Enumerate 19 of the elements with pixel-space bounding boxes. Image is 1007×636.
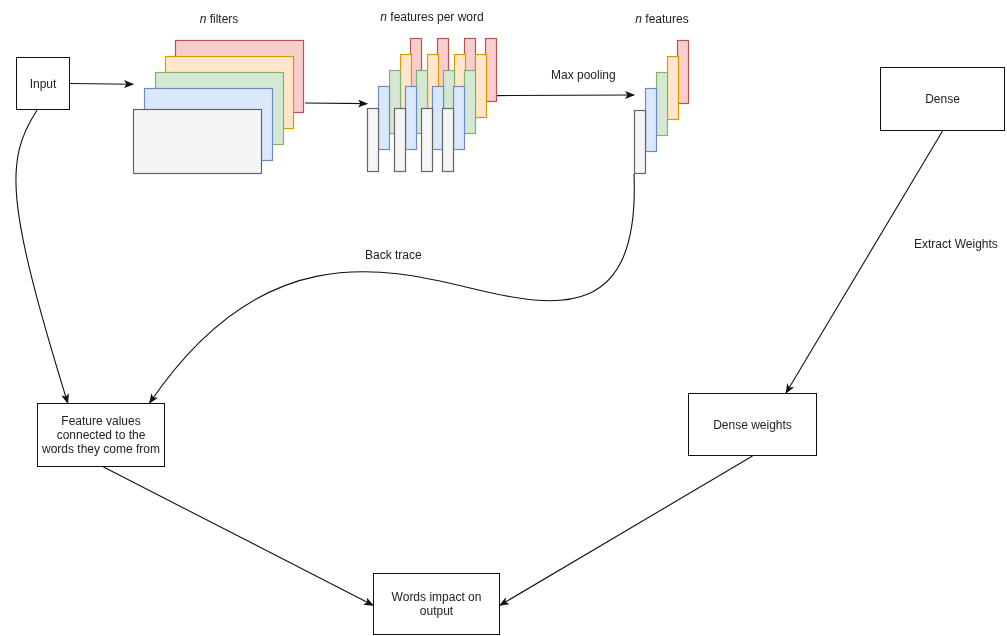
arrow (69, 80, 134, 89)
process-box: Feature values connected to the words they come from (37, 403, 165, 467)
arrow (103, 466, 374, 606)
node-label: n filters (199, 12, 239, 26)
arrow (499, 455, 754, 606)
process-box: Words impact on output (373, 573, 500, 635)
edge-label: Extract Weights (913, 237, 999, 251)
arrow (15, 109, 69, 404)
edge-label: Max pooling (550, 68, 617, 82)
process-box: Dense (880, 67, 1005, 131)
process-box: Input (16, 57, 70, 110)
node-label: n features (635, 12, 689, 26)
arrow (304, 99, 368, 108)
arrow (149, 173, 635, 404)
edge-label: Back trace (364, 248, 423, 262)
arrow (496, 91, 635, 99)
arrow (785, 130, 944, 394)
node-label: n features per word (380, 10, 484, 24)
process-box: Dense weights (688, 393, 817, 456)
